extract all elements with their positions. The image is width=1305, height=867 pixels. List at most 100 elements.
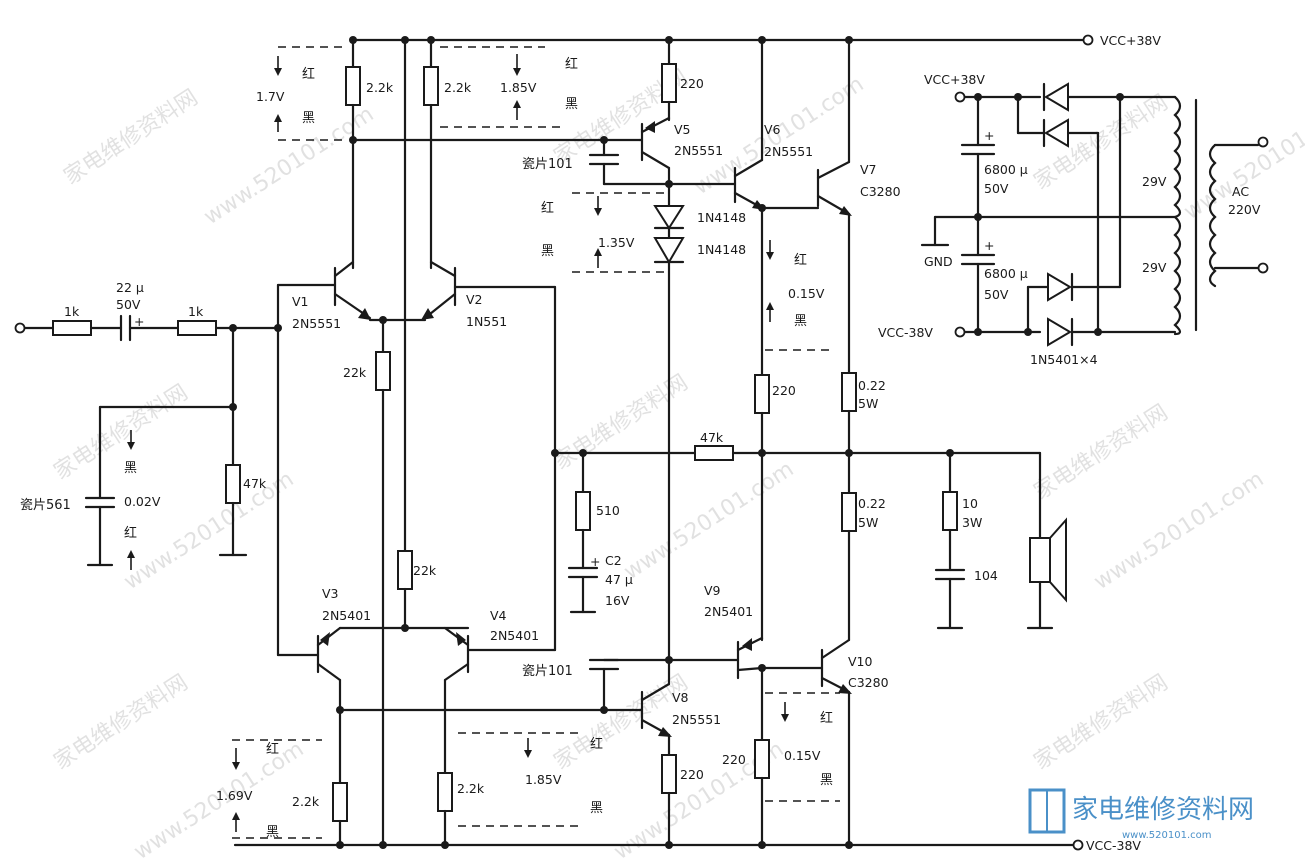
capacitor-c2-voltage: 16V — [605, 593, 630, 608]
input-capacitor-voltage: 50V — [116, 297, 141, 312]
black-probe-label: 黑 — [590, 801, 603, 816]
speaker-icon — [1029, 537, 1051, 583]
watermark-text: www.520101.com — [200, 102, 379, 230]
differential-pair-top: 2.2k 2.2k 红 1.7V 黑 红 1.85V 黑 — [256, 36, 642, 849]
resistor-510 — [575, 491, 591, 531]
resistor-2k2-v2 — [423, 66, 439, 106]
cap-plus: + — [984, 238, 994, 253]
watermark-text: 家电维修资料网 — [1030, 400, 1173, 505]
feedback-resistor-47k-label: 47k — [700, 430, 724, 445]
ac-label: AC — [1232, 184, 1249, 199]
resistor-2k2-v1 — [345, 66, 361, 106]
resistor-220-v5-label: 220 — [680, 76, 704, 91]
ac-terminal-1 — [1257, 136, 1269, 148]
diode-1n4148-2 — [653, 237, 685, 264]
red-probe-label: 红 — [124, 525, 137, 541]
filter-cap-top-voltage: 50V — [984, 181, 1009, 196]
transistor-v5-label: V5 — [674, 122, 691, 137]
black-probe-label: 黑 — [266, 825, 279, 840]
resistor-22k-top-label: 22k — [343, 365, 367, 380]
red-probe-label: 红 — [794, 252, 807, 268]
capacitor-104-label: 104 — [974, 568, 998, 583]
psu-vcc-neg-label: VCC-38V — [878, 325, 933, 340]
input-resistor-1k-label: 1k — [64, 304, 80, 319]
transistor-v10-label: V10 — [848, 654, 873, 669]
transistor-v1-part: 2N5551 — [292, 316, 341, 331]
input-resistor-1k-2 — [177, 320, 217, 336]
psu-vcc-neg-terminal — [954, 326, 966, 338]
resistor-2k2-v4 — [437, 772, 453, 812]
logo-url: www.520101.com — [1122, 830, 1212, 841]
ac-voltage: 220V — [1228, 202, 1261, 217]
bridge-diode-2 — [1044, 118, 1069, 148]
resistor-220-v5 — [661, 63, 677, 103]
transistor-v7-label: V7 — [860, 162, 877, 177]
red-probe-label: 红 — [590, 736, 603, 752]
filter-cap-top-label: 6800 μ — [984, 162, 1028, 177]
black-probe-label: 黑 — [794, 314, 807, 329]
resistor-0-22-top — [841, 372, 857, 412]
voltage-1-85-top: 1.85V — [500, 80, 537, 95]
resistor-22k-bottom — [397, 550, 413, 590]
input-bias-resistor-label: 47k — [243, 476, 267, 491]
transistor-v1-label: V1 — [292, 294, 309, 309]
driver-stage: 220 V5 2N5551 瓷片101 1N4148 1N4148 红 1.35… — [522, 36, 1067, 662]
resistor-10-watt: 3W — [962, 515, 982, 530]
red-probe-label: 红 — [302, 66, 315, 82]
resistor-0-22-top-watt: 5W — [858, 396, 878, 411]
voltage-0-15-bottom: 0.15V — [784, 748, 821, 763]
transistor-v6-label: V6 — [764, 122, 781, 137]
black-probe-label: 黑 — [302, 111, 315, 126]
resistor-220-v8 — [661, 754, 677, 794]
voltage-1-69: 1.69V — [216, 788, 253, 803]
resistor-0-22-top-label: 0.22 — [858, 378, 886, 393]
resistor-2k2-v1-label: 2.2k — [366, 80, 394, 95]
psu-vcc-pos-terminal — [954, 91, 966, 103]
red-probe-label: 红 — [565, 56, 578, 72]
ac-terminal-2 — [1257, 262, 1269, 274]
transistor-v3-label: V3 — [322, 586, 339, 601]
resistor-2k2-v4-label: 2.2k — [457, 781, 485, 796]
resistor-2k2-v3 — [332, 782, 348, 822]
feedback-resistor-47k — [694, 445, 734, 461]
transistor-v5-part: 2N5551 — [674, 143, 723, 158]
transistor-v4-part: 2N5401 — [490, 628, 539, 643]
transistor-v8-part: 2N5551 — [672, 712, 721, 727]
transistor-v2-part: 1N551 — [466, 314, 507, 329]
bridge-diode-4 — [1047, 317, 1072, 347]
secondary-29v-top: 29V — [1142, 174, 1167, 189]
resistor-220-v9 — [754, 739, 770, 779]
gnd-label: GND — [924, 254, 953, 269]
black-probe-label: 黑 — [541, 244, 554, 259]
voltage-1-7: 1.7V — [256, 89, 285, 104]
watermark-text: 家电维修资料网 — [550, 370, 693, 475]
logo-text: 家电维修资料网 — [1072, 795, 1254, 825]
vcc-neg-label: VCC-38V — [1086, 838, 1141, 853]
transistor-v4-label: V4 — [490, 608, 507, 623]
resistor-220-v8-label: 220 — [680, 767, 704, 782]
input-bias-resistor-47k — [225, 464, 241, 504]
input-stage: 1k + 22 μ 50V 1k 47k 瓷片561 0.02V 黑 红 — [14, 280, 282, 570]
capacitor-c2-label: C2 — [605, 553, 622, 568]
resistor-0-22-bottom-label: 0.22 — [858, 496, 886, 511]
transistor-v9-label: V9 — [704, 583, 721, 598]
diode-1n4148-1 — [653, 205, 685, 230]
power-supply: VCC+38V + 6800 μ 50V GND + 6800 μ 50V — [878, 72, 1269, 367]
resistor-2k2-v2-label: 2.2k — [444, 80, 472, 95]
watermark-text: www.520101.com — [1090, 467, 1269, 595]
red-probe-label: 红 — [820, 710, 833, 726]
input-terminal — [14, 322, 26, 334]
resistor-22k-top — [375, 351, 391, 391]
psu-vcc-pos-label: VCC+38V — [924, 72, 985, 87]
black-probe-label: 黑 — [565, 97, 578, 112]
bridge-diodes-label: 1N5401×4 — [1030, 352, 1098, 367]
watermark-text: 家电维修资料网 — [50, 670, 193, 775]
vcc-pos-terminal — [1082, 34, 1094, 46]
voltage-0-02: 0.02V — [124, 494, 161, 509]
differential-pair-bottom: V3 2N5401 V4 2N5401 2.2k 2.2k 红 1.69V 黑 … — [216, 586, 642, 849]
voltage-1-35: 1.35V — [598, 235, 635, 250]
vcc-pos-label: VCC+38V — [1100, 33, 1161, 48]
transformer-secondary — [1173, 95, 1182, 336]
vcc-neg-terminal — [1072, 839, 1084, 851]
cap-plus: + — [984, 128, 994, 143]
